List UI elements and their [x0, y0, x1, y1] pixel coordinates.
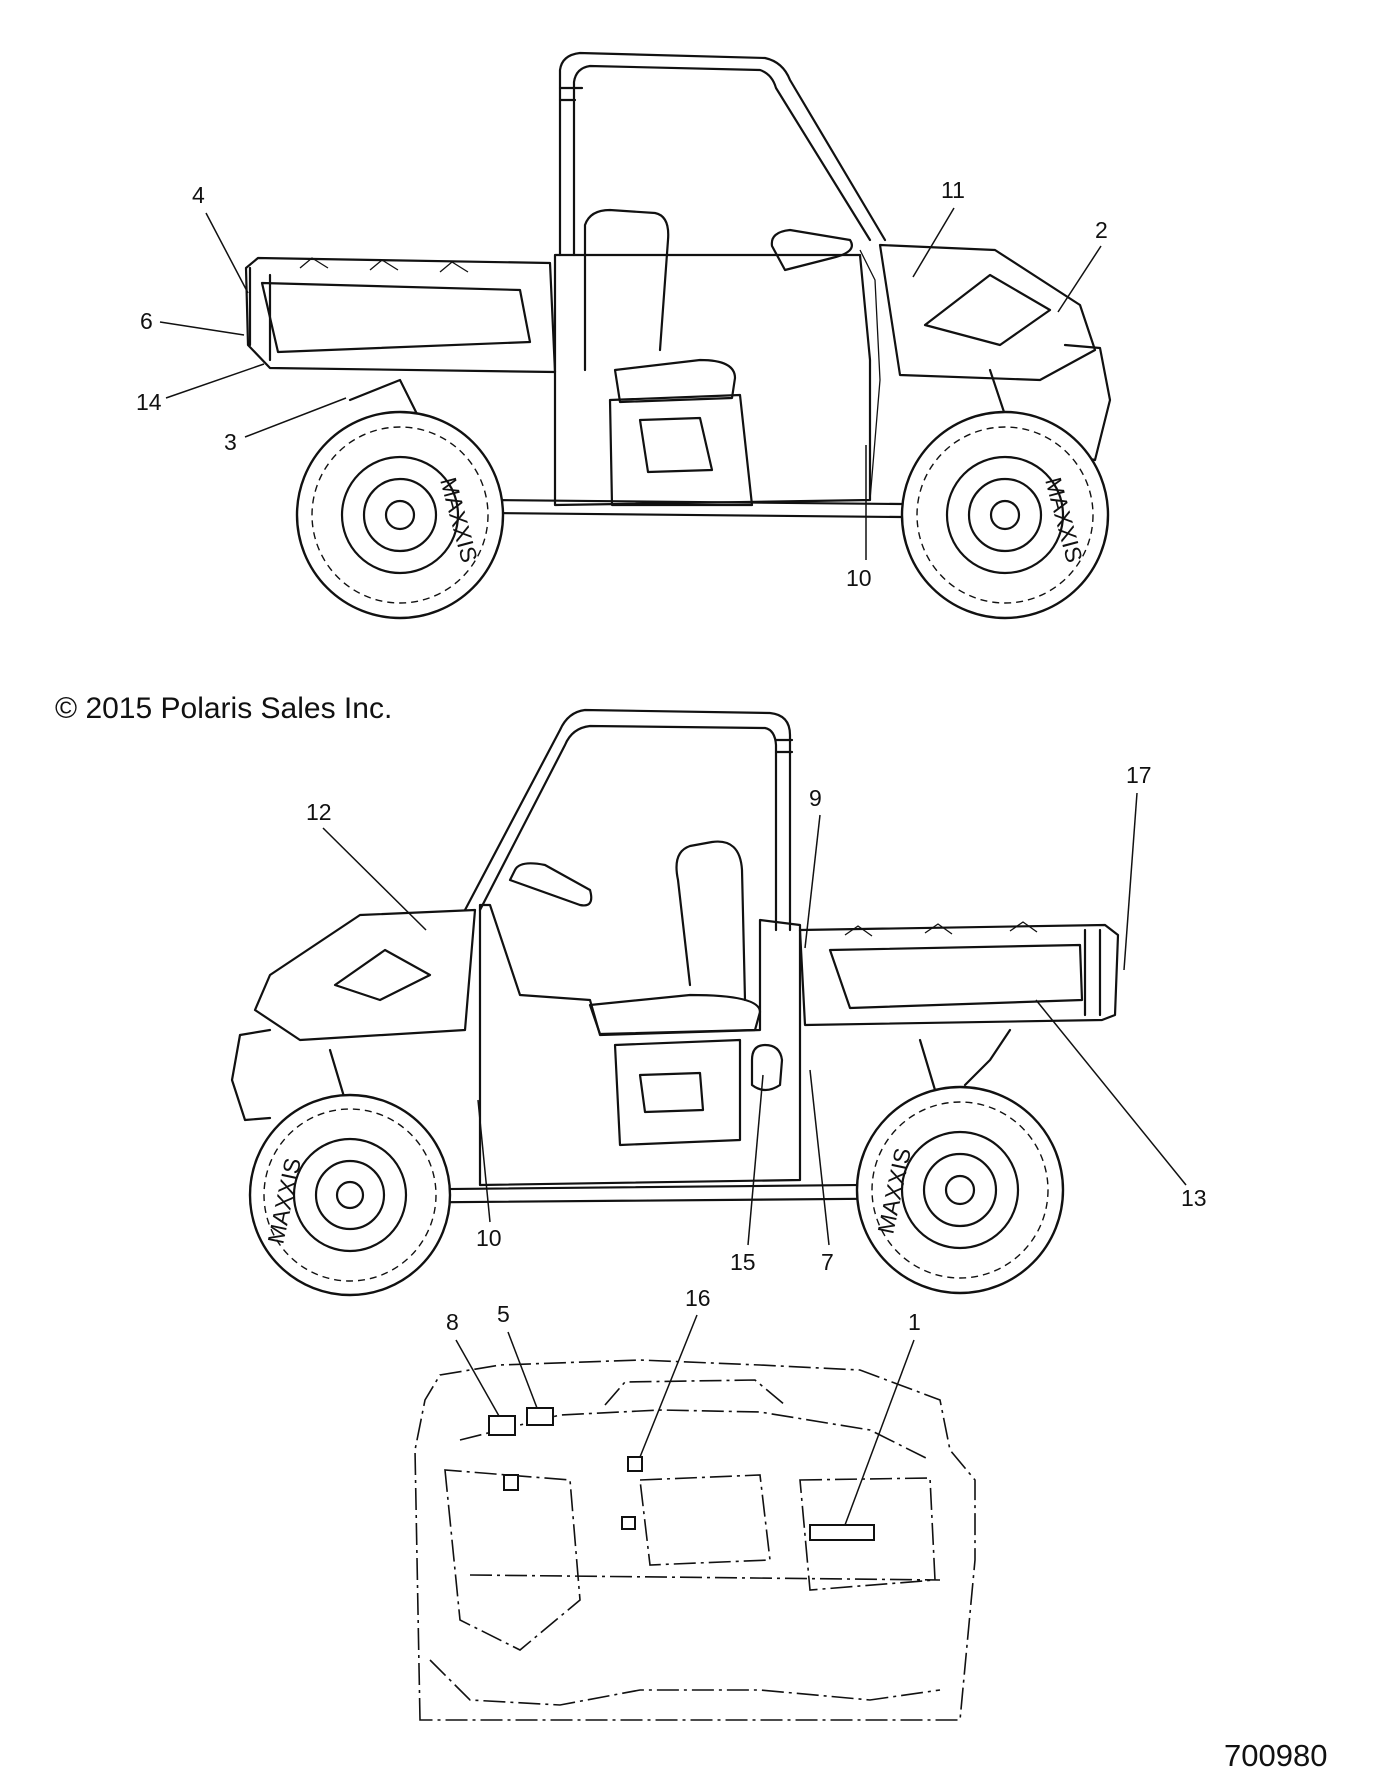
- callout-10: 10: [846, 565, 872, 591]
- callout-3: 3: [224, 429, 237, 455]
- copyright-notice: © 2015 Polaris Sales Inc.: [55, 692, 392, 725]
- callout-7: 7: [821, 1249, 834, 1275]
- decal-marker: [621, 1516, 636, 1530]
- callout-10: 10: [476, 1225, 502, 1251]
- callout-5: 5: [497, 1301, 510, 1327]
- callout-9: 9: [809, 785, 822, 811]
- callout-8: 8: [446, 1309, 459, 1335]
- part-number: 700980: [1224, 1738, 1327, 1773]
- callout-16: 16: [685, 1285, 711, 1311]
- callout-17: 17: [1126, 762, 1152, 788]
- callout-15: 15: [730, 1249, 756, 1275]
- callout-11: 11: [941, 177, 965, 203]
- callout-6: 6: [140, 308, 153, 334]
- callout-4: 4: [192, 182, 205, 208]
- decal-marker: [503, 1474, 519, 1491]
- decal-16-marker: [627, 1456, 643, 1472]
- decal-8-marker: [488, 1415, 516, 1436]
- vehicle-left-side-view: MAXXIS MAXXIS: [244, 51, 1112, 620]
- top-view-callouts: 4 6 14 3 11 2 10: [136, 177, 1108, 591]
- callout-1: 1: [908, 1309, 921, 1335]
- callout-2: 2: [1095, 217, 1108, 243]
- vehicle-top-outline-view: [414, 1359, 976, 1721]
- bottom-view-callouts: 8 5 16 1: [446, 1285, 921, 1526]
- callout-14: 14: [136, 389, 162, 415]
- callout-12: 12: [306, 799, 332, 825]
- decal-1-marker: [809, 1524, 875, 1541]
- middle-view-callouts: 12 9 17 13 10 15 7: [306, 762, 1207, 1275]
- callout-13: 13: [1181, 1185, 1207, 1211]
- decal-5-marker: [526, 1407, 554, 1426]
- vehicle-right-side-view: MAXXIS MAXXIS: [230, 708, 1120, 1297]
